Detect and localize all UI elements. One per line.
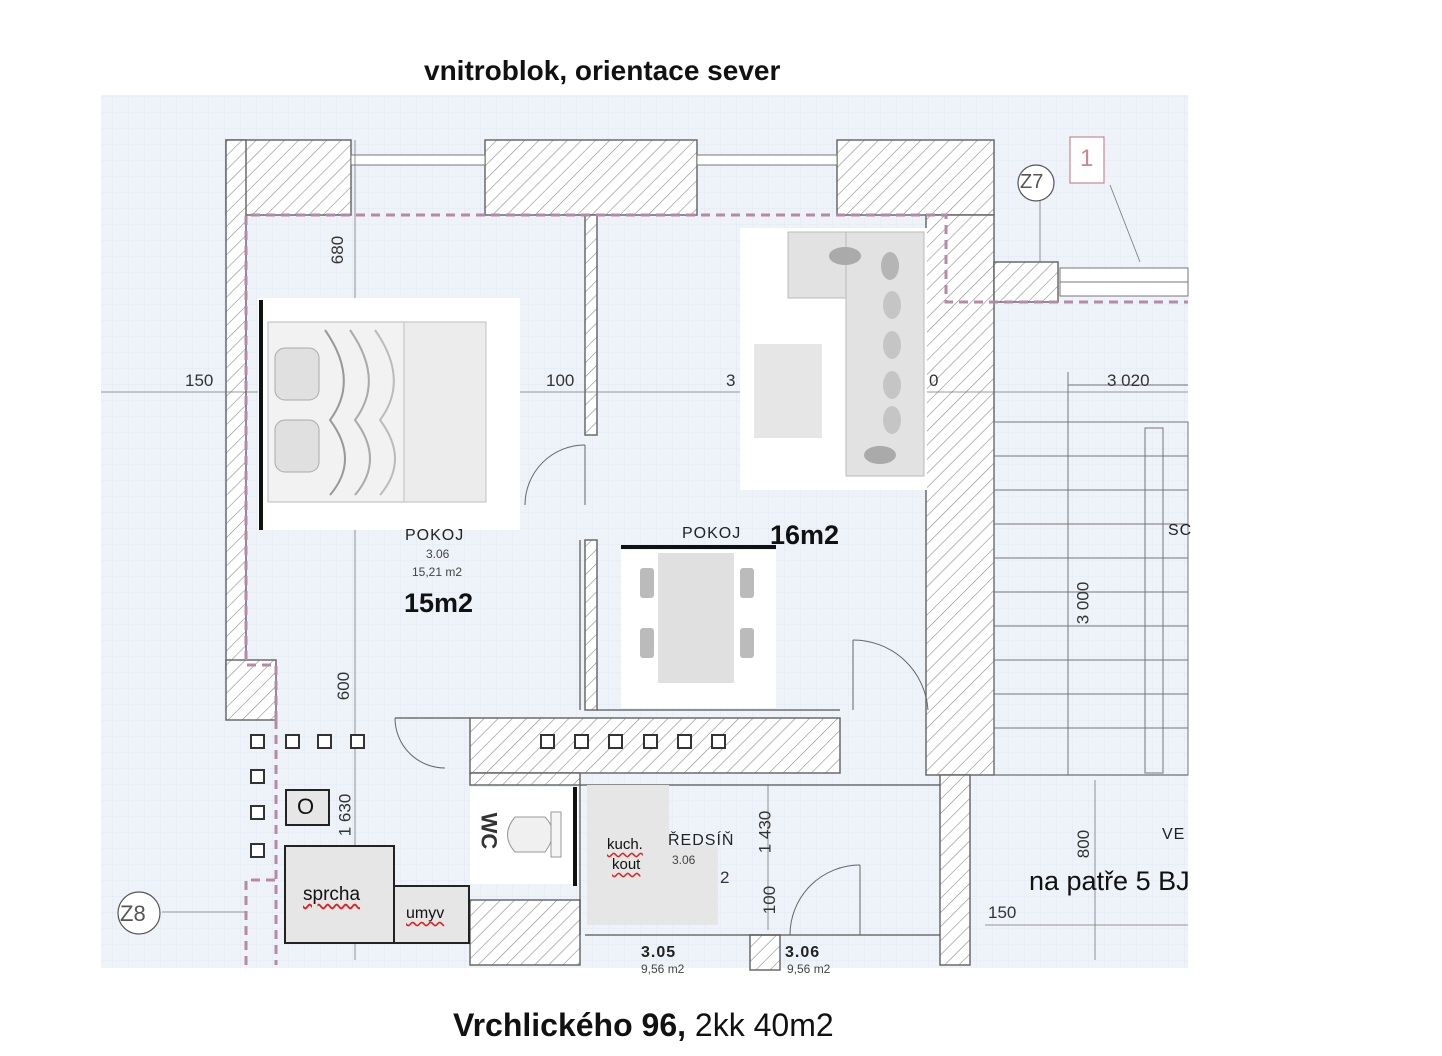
marker-1: 1 — [1080, 145, 1094, 172]
marker-1-box — [1069, 136, 1105, 184]
floor-note: na patře 5 BJ — [1029, 866, 1190, 896]
bed-image — [258, 298, 520, 530]
staircase — [993, 372, 1189, 776]
dim-0: 0 — [929, 371, 939, 390]
sink-label: umyv — [406, 905, 445, 922]
address-rest: 2kk 40m2 — [686, 1007, 834, 1043]
sink-box — [393, 885, 470, 944]
kitchen-block — [587, 785, 718, 925]
hall-number: 3.06 — [672, 853, 696, 867]
dim-3000: 3 000 — [1073, 581, 1093, 625]
shower-box — [284, 845, 395, 944]
partial-ve-label: VE — [1162, 826, 1186, 843]
bottom-right-number: 3.06 — [785, 944, 821, 961]
dim-3: 3 — [726, 371, 736, 390]
shower-label: sprcha — [303, 884, 361, 905]
bedroom-area-small: 15,21 m2 — [412, 565, 463, 579]
dim-1430: 1 430 — [755, 810, 775, 854]
dim-680: 680 — [328, 235, 348, 265]
living-name: POKOJ — [682, 525, 742, 542]
dim-100b: 100 — [760, 885, 780, 915]
dim-150-left: 150 — [185, 371, 214, 390]
address-bold: Vrchlického 96, — [453, 1007, 687, 1043]
o-box — [285, 789, 330, 826]
marker-z8: Z8 — [120, 901, 146, 926]
dim-100: 100 — [546, 371, 575, 390]
wc-image — [470, 787, 578, 886]
dim-2: 2 — [720, 868, 730, 887]
bedroom-area: 15m2 — [404, 588, 474, 618]
address-footer: Vrchlického 96, 2kk 40m2 — [453, 1007, 834, 1044]
dining-table-image — [621, 545, 776, 708]
sofa-image — [740, 228, 927, 490]
marker-z7-circle — [1017, 164, 1055, 202]
apartment-boundary — [244, 213, 1188, 720]
door-swings — [394, 444, 929, 936]
o-label: O — [297, 794, 315, 819]
bottom-right-area: 9,56 m2 — [787, 962, 831, 976]
bedroom-name: POKOJ — [405, 527, 465, 544]
living-area: 16m2 — [770, 520, 840, 550]
walls — [225, 139, 1059, 971]
marker-z8-circle — [117, 891, 161, 935]
dim-600: 600 — [334, 671, 354, 701]
page-title: vnitroblok, orientace sever — [424, 55, 781, 86]
dim-3020: 3 020 — [1107, 371, 1150, 390]
dim-800: 800 — [1074, 829, 1094, 859]
kitchen-label-1: kuch. — [607, 836, 643, 853]
kitchen-label-2: kout — [612, 856, 641, 873]
wc-label: WC — [476, 812, 502, 850]
hall-name: ŘEDSÍŇ — [668, 832, 735, 849]
bottom-left-area: 9,56 m2 — [641, 962, 685, 976]
dim-1630: 1 630 — [335, 793, 355, 837]
marker-z7: Z7 — [1020, 171, 1044, 193]
structural-posts — [250, 734, 726, 858]
partial-sc-label: SC — [1168, 522, 1193, 539]
windows — [350, 154, 1189, 297]
bottom-left-number: 3.05 — [641, 944, 677, 961]
dim-150-right: 150 — [988, 903, 1017, 922]
bedroom-number: 3.06 — [426, 547, 450, 561]
